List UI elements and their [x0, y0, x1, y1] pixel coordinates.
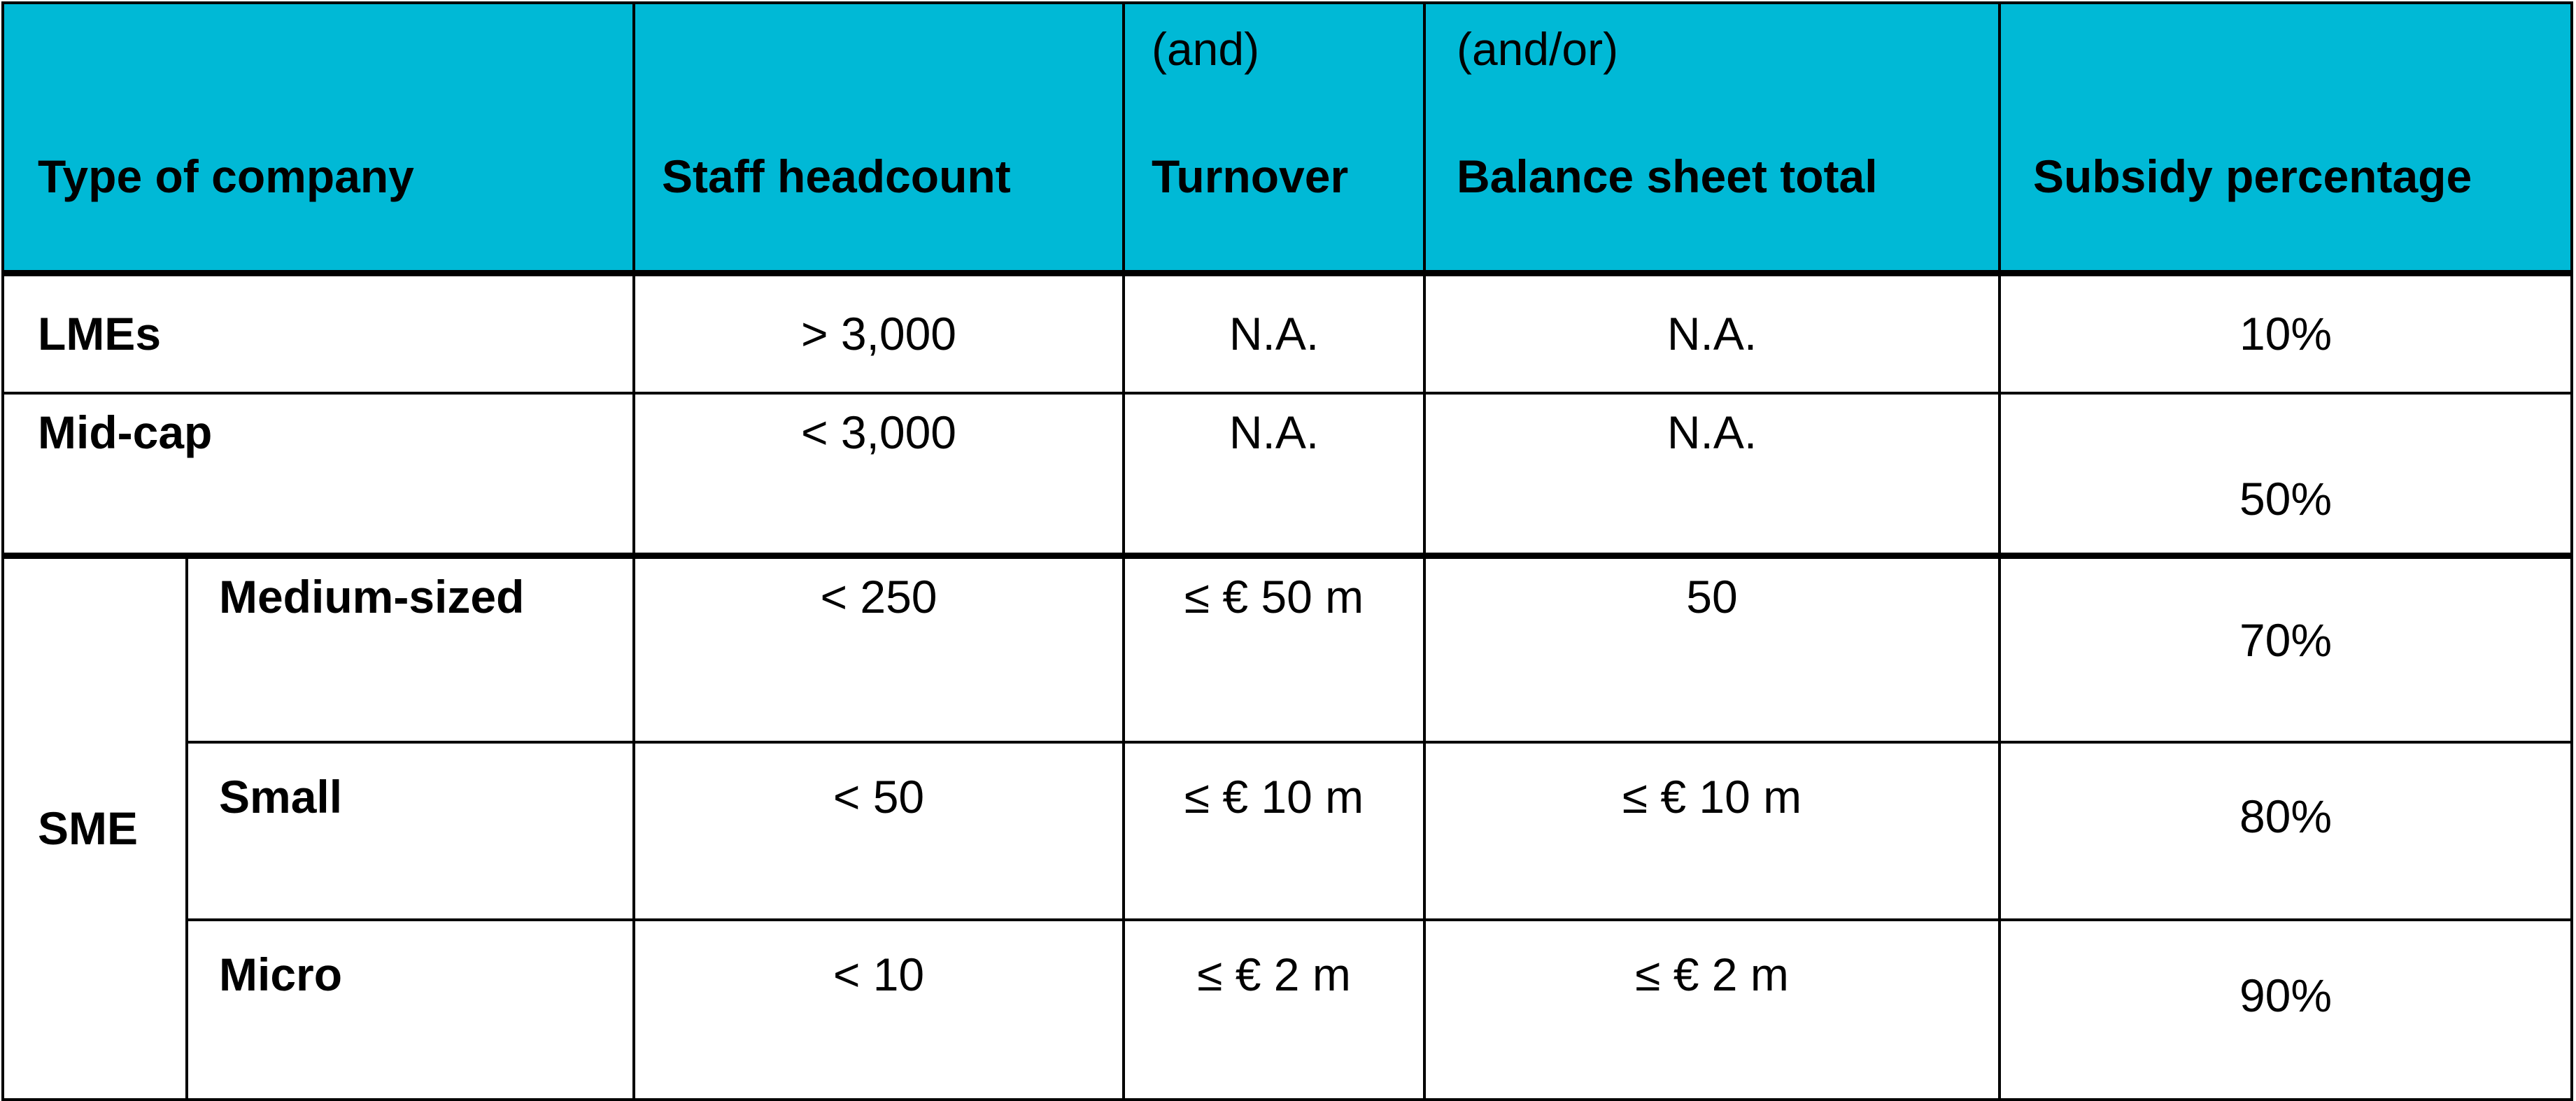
row-turnover: ≤ € 2 m [1122, 918, 1426, 1101]
row-turnover: N.A. [1122, 271, 1426, 395]
table-row: Mid-cap < 3,000 N.A. N.A. 50% [1, 392, 2573, 557]
header-turnover: (and) Turnover [1122, 1, 1426, 276]
header-subsidy-label: Subsidy percentage [2033, 150, 2472, 202]
row-balance: 50 [1423, 553, 2001, 744]
header-staff: Staff headcount [632, 1, 1125, 276]
row-turnover: ≤ € 50 m [1122, 553, 1426, 744]
row-staff: < 50 [632, 741, 1125, 921]
row-turnover: ≤ € 10 m [1122, 741, 1426, 921]
row-turnover: N.A. [1122, 392, 1426, 557]
row-subsidy: 50% [1998, 392, 2573, 557]
header-type-label: Type of company [38, 150, 414, 202]
header-balance-note: (and/or) [1457, 23, 1619, 75]
row-balance: ≤ € 2 m [1423, 918, 2001, 1101]
row-staff: < 3,000 [632, 392, 1125, 557]
row-staff: < 250 [632, 553, 1125, 744]
row-type: Mid-cap [1, 392, 635, 557]
row-subsidy: 80% [1998, 741, 2573, 921]
table-row: Micro < 10 ≤ € 2 m ≤ € 2 m 90% [3, 918, 2573, 1101]
row-type: Small [185, 741, 635, 921]
table-row: SME Medium-sized < 250 ≤ € 50 m 50 70% [1, 553, 2573, 1101]
row-balance: N.A. [1423, 271, 2001, 395]
row-balance: N.A. [1423, 392, 2001, 557]
header-turnover-note: (and) [1152, 23, 1260, 75]
header-balance: (and/or) Balance sheet total [1423, 1, 2001, 276]
header-row: Type of company Staff headcount (and) Tur… [1, 1, 2573, 276]
row-balance: ≤ € 10 m [1423, 741, 2001, 921]
row-subsidy: 70% [1998, 553, 2573, 744]
header-subsidy: Subsidy percentage [1998, 1, 2573, 276]
header-balance-label: Balance sheet total [1457, 150, 1878, 202]
row-type: Medium-sized [185, 553, 635, 744]
sme-group-label: SME [1, 553, 188, 1101]
row-staff: < 10 [632, 918, 1125, 1101]
row-subsidy: 10% [1998, 271, 2573, 395]
row-type: LMEs [1, 271, 635, 395]
table-row: Small < 50 ≤ € 10 m ≤ € 10 m 80% [3, 741, 2573, 921]
row-type: Micro [185, 918, 635, 1101]
header-staff-label: Staff headcount [662, 150, 1011, 202]
row-staff: > 3,000 [632, 271, 1125, 395]
header-turnover-label: Turnover [1152, 150, 1349, 202]
header-type: Type of company [1, 1, 635, 276]
row-subsidy: 90% [1998, 918, 2573, 1101]
table-row: LMEs > 3,000 N.A. N.A. 10% [1, 271, 2573, 395]
